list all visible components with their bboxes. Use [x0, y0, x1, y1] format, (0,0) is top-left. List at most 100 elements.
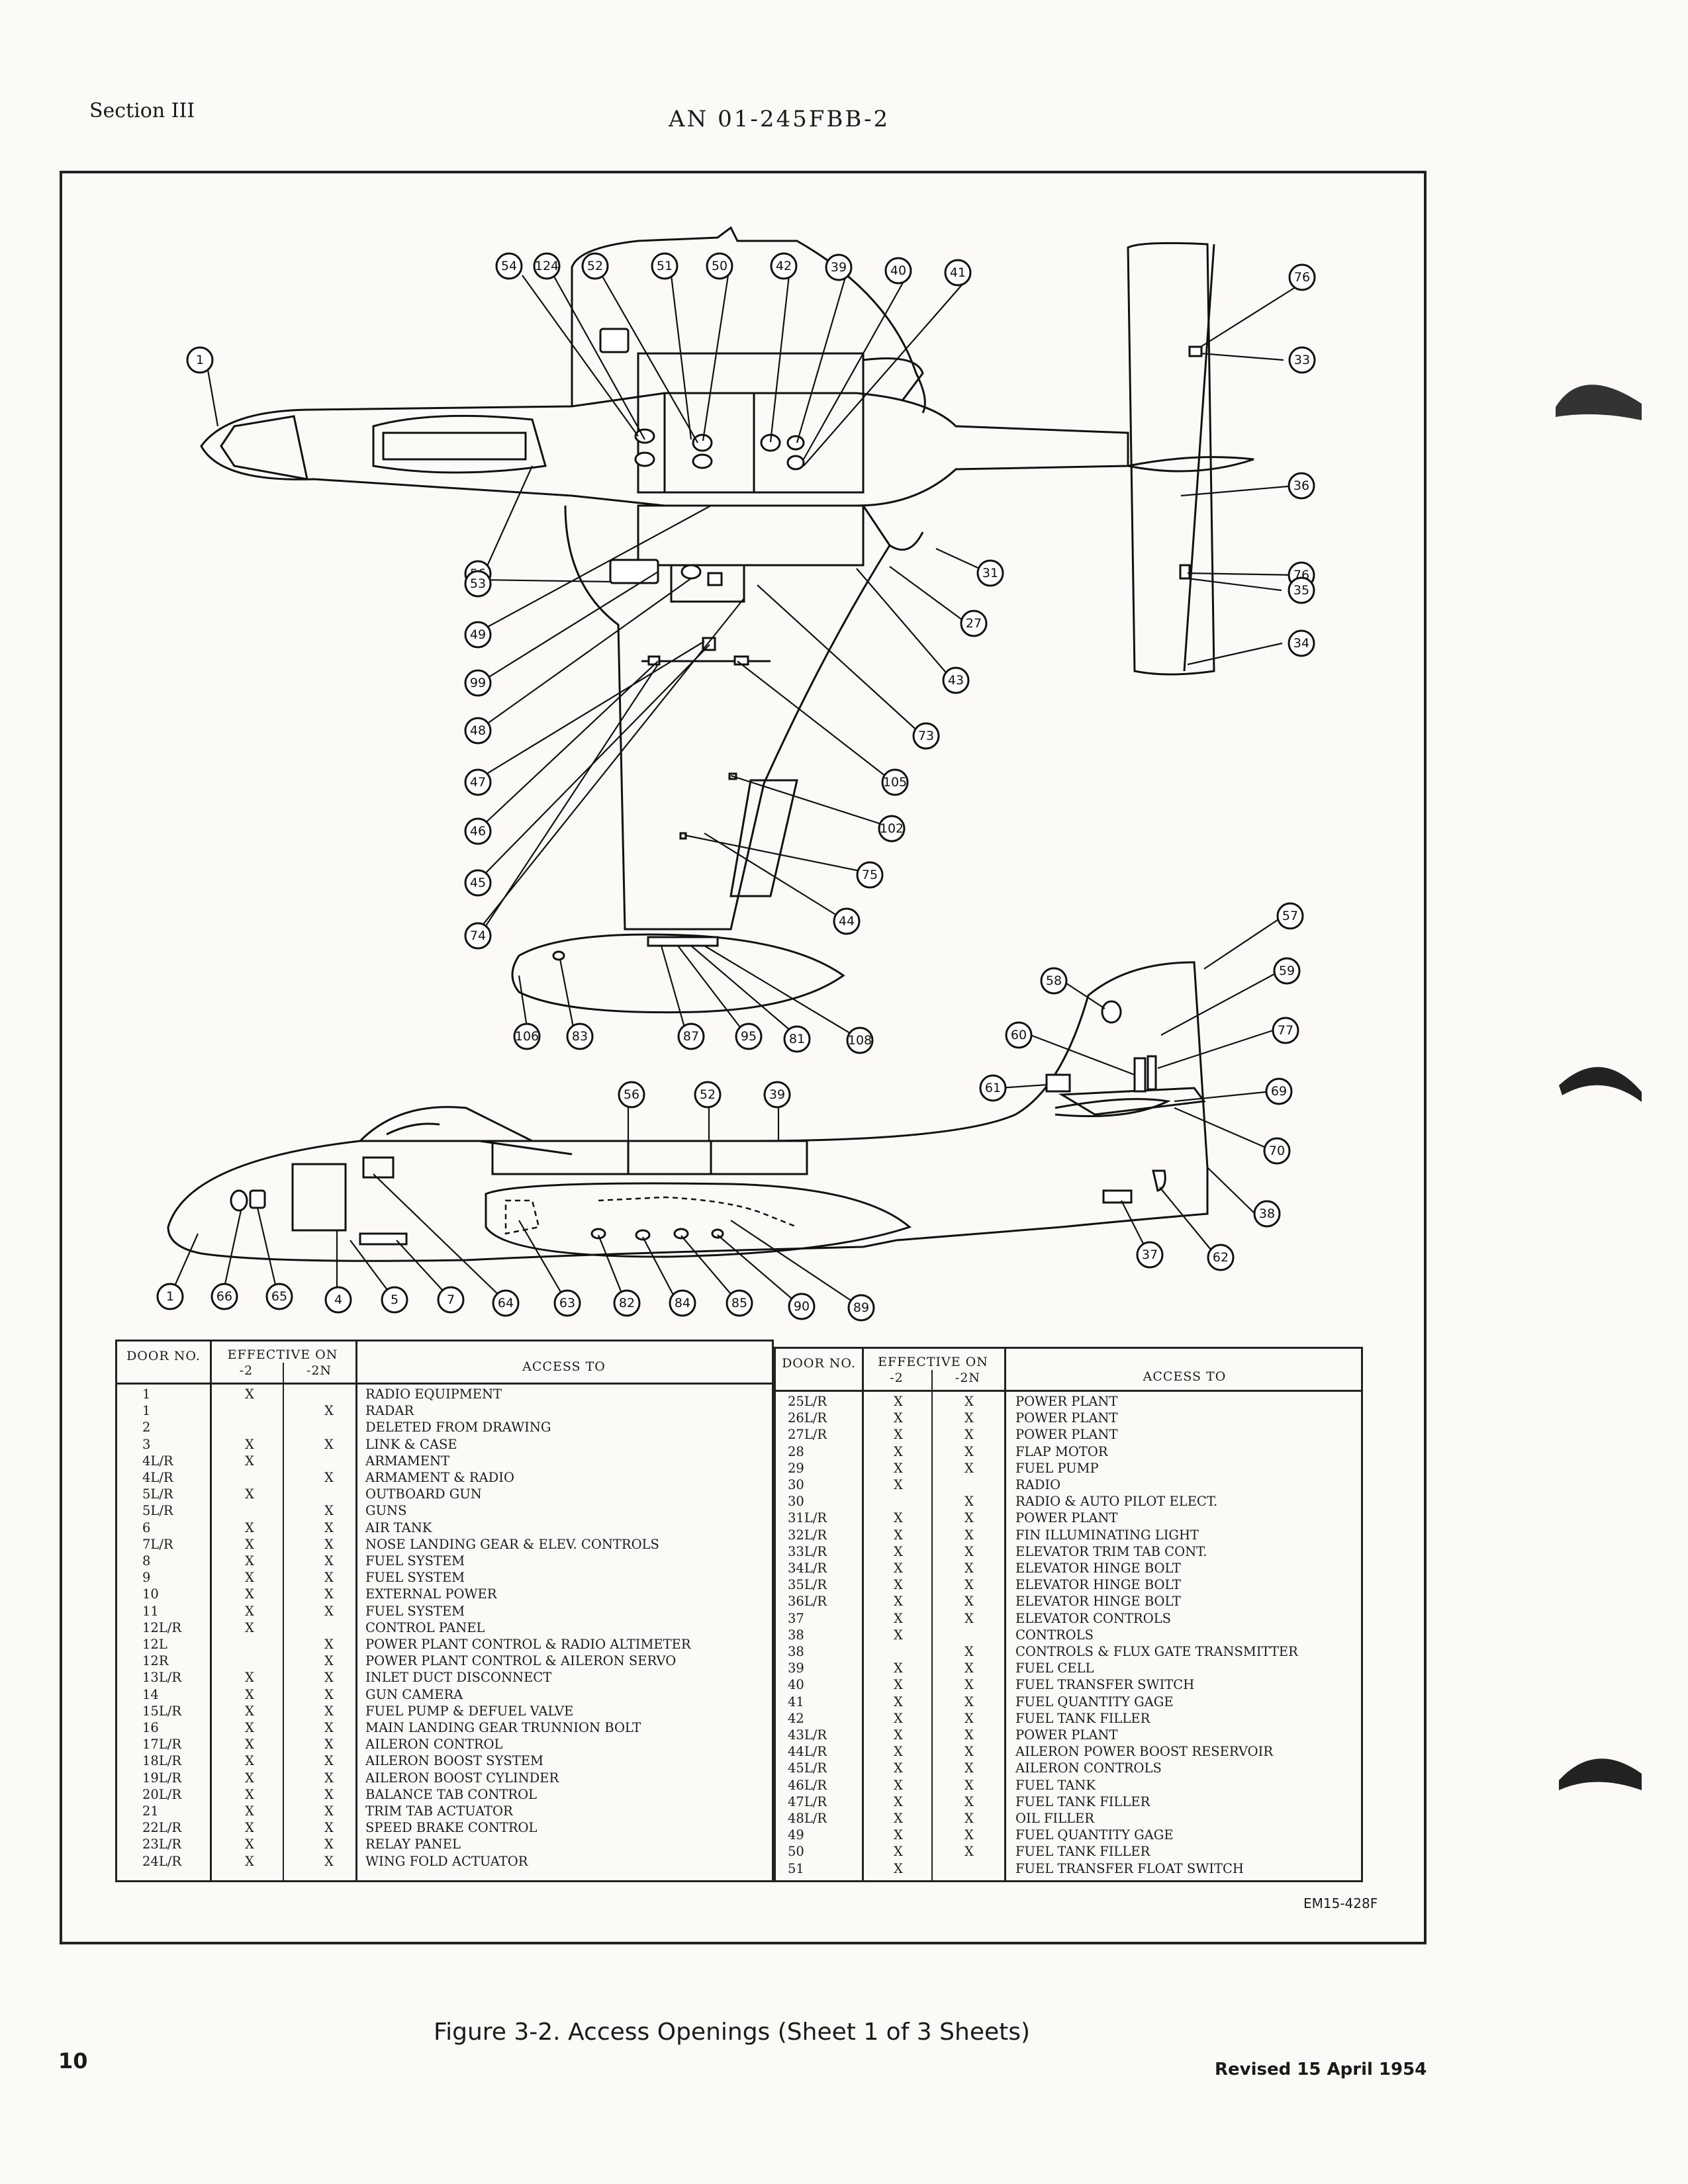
callout-44: 44 — [833, 907, 861, 935]
left-table-m2n-cell: X — [324, 1403, 334, 1419]
left-table-m2-cell: X — [245, 1703, 254, 1719]
right-table-door-cell: 42 — [788, 1710, 804, 1726]
callout-5: 5 — [381, 1286, 408, 1314]
svg-text:102: 102 — [880, 821, 904, 836]
callout-1: 1 — [186, 346, 214, 374]
svg-text:62: 62 — [1213, 1250, 1229, 1265]
callout-41: 41 — [944, 259, 972, 287]
right-table-access-cell: RADIO — [1015, 1477, 1061, 1492]
svg-text:50: 50 — [712, 259, 727, 273]
svg-text:7: 7 — [447, 1293, 455, 1307]
left-table-m2-cell: X — [245, 1520, 254, 1535]
svg-text:77: 77 — [1278, 1023, 1293, 1038]
svg-text:56: 56 — [624, 1087, 639, 1102]
header-effective-on-right: EFFECTIVE ON — [878, 1355, 988, 1369]
right-table-access-cell: FUEL TANK — [1015, 1777, 1096, 1793]
left-table-access-cell: ARMAMENT & RADIO — [365, 1470, 514, 1485]
svg-text:105: 105 — [883, 775, 907, 790]
right-table-door-cell: 32L/R — [788, 1527, 827, 1543]
right-table-m2n-cell: X — [964, 1644, 974, 1659]
right-table-door-cell: 30 — [788, 1477, 804, 1492]
document-number: AN 01-245FBB-2 — [669, 106, 890, 132]
callout-36: 36 — [1288, 472, 1315, 500]
right-table-m2n-cell: X — [964, 1494, 974, 1510]
left-table-m2-cell: X — [245, 1853, 254, 1869]
left-table-door-cell: 9 — [142, 1570, 151, 1586]
left-table-door-cell: 18L/R — [142, 1753, 182, 1769]
svg-text:42: 42 — [776, 259, 792, 273]
aircraft-side-view — [167, 961, 1209, 1262]
left-table-door-cell: 22L/R — [142, 1820, 182, 1836]
callout-7: 7 — [437, 1286, 465, 1314]
svg-text:1: 1 — [166, 1289, 174, 1304]
svg-text:61: 61 — [985, 1081, 1001, 1095]
header-m2n: -2N — [306, 1363, 332, 1378]
left-table-door-cell: 6 — [142, 1520, 151, 1535]
right-table-m2n-cell: X — [964, 1510, 974, 1526]
header-m2-right: -2 — [890, 1371, 904, 1385]
left-table-access-cell: DELETED FROM DRAWING — [365, 1420, 551, 1435]
svg-text:59: 59 — [1279, 964, 1295, 978]
left-table-m2-cell: X — [245, 1536, 254, 1552]
callout-34: 34 — [1288, 629, 1315, 657]
left-table-access-cell: GUN CAMERA — [365, 1686, 463, 1702]
left-table-m2n-cell — [309, 1387, 349, 1403]
callout-4: 4 — [324, 1286, 352, 1314]
left-table-door-cell: 21 — [142, 1803, 159, 1819]
left-table-access-cell: INLET DUCT DISCONNECT — [365, 1670, 552, 1686]
left-table-m2n-cell: X — [324, 1436, 334, 1452]
svg-text:31: 31 — [982, 566, 998, 580]
right-table-access-cell: FUEL QUANTITY GAGE — [1015, 1827, 1174, 1843]
right-table-door-cell: 47L/R — [788, 1794, 827, 1809]
right-table-door-cell: 26L/R — [788, 1410, 827, 1426]
svg-text:63: 63 — [559, 1296, 575, 1310]
svg-text:57: 57 — [1282, 909, 1298, 923]
right-table-access-cell: POWER PLANT — [1015, 1727, 1118, 1743]
left-table-access-cell: RELAY PANEL — [365, 1837, 461, 1852]
right-table-door-cell: 37 — [788, 1610, 804, 1626]
callout-90: 90 — [788, 1293, 816, 1320]
right-table-m2n-cell: X — [964, 1410, 974, 1426]
header-effective-on: EFFECTIVE ON — [227, 1347, 338, 1362]
left-table-m2n-cell: X — [324, 1703, 334, 1719]
svg-text:76: 76 — [1294, 270, 1310, 285]
right-table-m2-cell: X — [894, 1427, 903, 1443]
right-table-m2-cell: X — [894, 1543, 903, 1559]
right-table-m2n-cell: X — [964, 1543, 974, 1559]
left-table-access-cell: TRIM TAB ACTUATOR — [365, 1803, 513, 1819]
left-table-access-cell: GUNS — [365, 1503, 407, 1519]
left-table-m2-cell — [230, 1653, 269, 1670]
right-table-m2n-cell: X — [964, 1594, 974, 1610]
callout-84: 84 — [669, 1289, 696, 1317]
callout-37: 37 — [1136, 1241, 1164, 1269]
svg-text:108: 108 — [848, 1033, 872, 1048]
aircraft-top-view — [200, 226, 1254, 1014]
callout-33: 33 — [1288, 346, 1316, 374]
left-table-m2n-cell: X — [324, 1603, 334, 1619]
left-table-door-cell: 10 — [142, 1586, 159, 1602]
header-door-no: DOOR NO. — [126, 1349, 201, 1363]
callout-61: 61 — [979, 1074, 1007, 1102]
left-table-m2n-cell: X — [324, 1686, 334, 1702]
left-table-access-cell: NOSE LANDING GEAR & ELEV. CONTROLS — [365, 1536, 659, 1552]
left-table-m2-cell: X — [245, 1753, 254, 1769]
svg-text:5: 5 — [391, 1293, 399, 1307]
svg-text:66: 66 — [216, 1289, 232, 1304]
left-table-m2-cell: X — [245, 1720, 254, 1735]
left-table-m2-cell: X — [245, 1670, 254, 1686]
callout-83: 83 — [566, 1023, 594, 1050]
right-table-door-cell: 27L/R — [788, 1427, 827, 1443]
right-table-door-cell: 33L/R — [788, 1543, 827, 1559]
left-table-m2-cell: X — [245, 1803, 254, 1819]
right-table-access-cell: POWER PLANT — [1015, 1510, 1118, 1526]
right-table-door-cell: 29 — [788, 1460, 804, 1476]
callout-54: 54 — [495, 252, 523, 280]
left-table-door-cell: 3 — [142, 1436, 151, 1452]
svg-text:38: 38 — [1259, 1206, 1275, 1221]
right-table-access-cell: POWER PLANT — [1015, 1394, 1118, 1409]
left-table-door-cell: 13L/R — [142, 1670, 182, 1686]
right-table-m2n-cell: X — [964, 1610, 974, 1626]
right-table-m2-cell: X — [894, 1727, 903, 1743]
left-table-access-cell: AILERON BOOST SYSTEM — [365, 1753, 543, 1769]
callout-49: 49 — [464, 621, 492, 649]
